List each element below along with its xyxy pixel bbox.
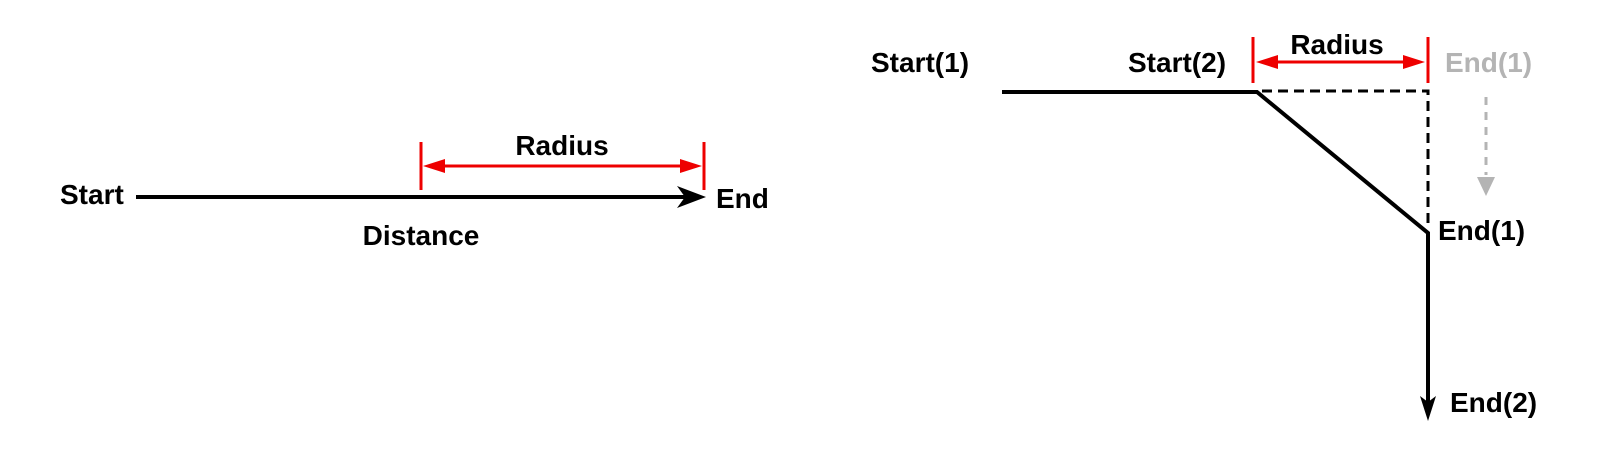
left-diagram — [136, 142, 706, 208]
radius2-label: Radius — [1290, 29, 1384, 60]
radius2-arrowhead-right-icon — [1403, 55, 1425, 69]
end-label: End — [716, 183, 769, 214]
start1-label: Start(1) — [871, 47, 970, 78]
end2-arrowhead-icon — [1420, 396, 1436, 421]
end1-ghost-label: End(1) — [1445, 47, 1533, 78]
original-path-dashed — [1262, 89, 1430, 229]
radius2-arrowhead-left-icon — [1256, 55, 1278, 69]
right-diagram — [1002, 37, 1495, 421]
distance-arrowhead-icon — [677, 186, 706, 208]
start2-label: Start(2) — [1128, 47, 1227, 78]
end2-label: End(2) — [1450, 387, 1538, 418]
bent-path-line — [1002, 90, 1430, 412]
distance-label: Distance — [362, 220, 480, 251]
radius-arrowhead-right-icon — [680, 159, 702, 173]
ghost-end1-arrowhead-icon — [1477, 177, 1495, 196]
start-label: Start — [60, 179, 124, 210]
end1-label: End(1) — [1438, 215, 1526, 246]
radius-label: Radius — [515, 130, 609, 161]
radius-arrowhead-left-icon — [423, 159, 445, 173]
